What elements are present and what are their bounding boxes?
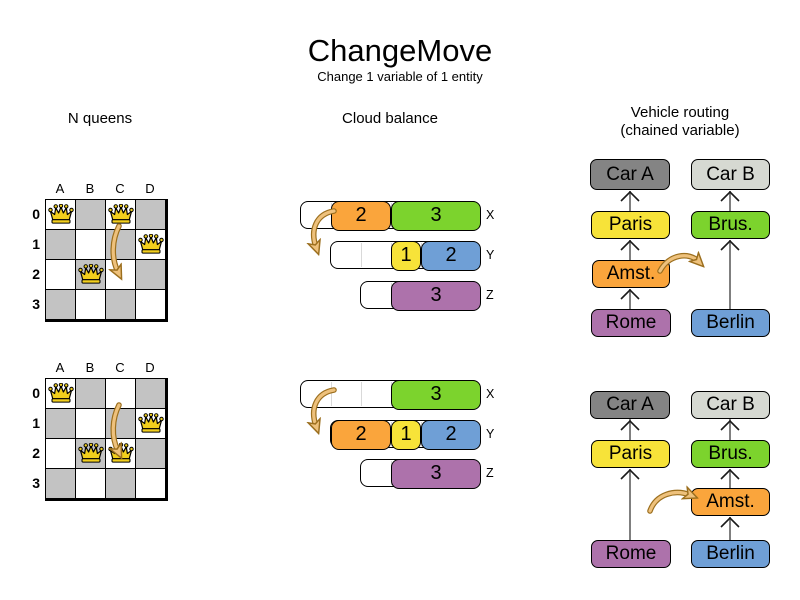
board-cell: [46, 439, 75, 468]
board-row-label: 2: [32, 445, 40, 461]
process-block: 3: [391, 200, 481, 231]
vr-box-rome-after: Rome: [591, 540, 671, 568]
vr-box-amst-after: Amst.: [691, 488, 770, 516]
vr-box-amst-before: Amst.: [592, 260, 670, 288]
process-block: 2: [421, 240, 481, 271]
cloud-row-label: Z: [486, 288, 494, 302]
vehicle-routing-header: Vehicle routing: [630, 104, 730, 121]
board-col-label: D: [145, 181, 155, 196]
board-row-label: 3: [32, 475, 40, 491]
capacity-tick: [331, 382, 332, 406]
cloud-row-label: Y: [486, 248, 495, 262]
cloud-computer-z-before: 3: [360, 280, 481, 311]
board-row-label: 1: [32, 236, 40, 252]
board-row-label: 3: [32, 296, 40, 312]
process-block: 2: [421, 419, 481, 450]
queen-icon: [138, 234, 164, 255]
chevron-arrowheads: [620, 190, 740, 528]
board-cell: [46, 469, 75, 498]
board-col-label: C: [115, 360, 125, 375]
process-block: 3: [391, 280, 481, 311]
board-cell: [106, 469, 135, 498]
board-cell: [106, 409, 135, 438]
board-row-label: 2: [32, 266, 40, 282]
process-block: 2: [331, 419, 391, 450]
queen-icon: [78, 443, 104, 464]
board-cell: [136, 439, 165, 468]
vr-box-brus-after: Brus.: [691, 440, 770, 468]
board-col-label: B: [85, 360, 95, 375]
cloud-row-label: Y: [486, 427, 495, 441]
chain-links-before: [629, 191, 731, 309]
queen-icon: [48, 383, 74, 404]
board-cell: [76, 409, 105, 438]
board-cell: [76, 230, 105, 259]
vehicle-routing-header-note: (chained variable): [620, 122, 740, 139]
board-cell: [136, 469, 165, 498]
vr-box-car-b-after: Car B: [691, 391, 770, 419]
board-cell: [106, 230, 135, 259]
board-cell: [46, 230, 75, 259]
capacity-tick: [361, 243, 362, 267]
board-cell: [136, 379, 165, 408]
board-cell: [46, 290, 75, 319]
board-cell: [136, 290, 165, 319]
board-cell: [136, 260, 165, 289]
cloud-row-label: X: [486, 387, 495, 401]
vr-box-rome-before: Rome: [591, 309, 671, 337]
cloud-computer-x-after: 3: [300, 379, 481, 410]
process-block: 2: [331, 200, 391, 231]
board-col-label: B: [85, 181, 95, 196]
vr-box-brus-before: Brus.: [691, 211, 770, 239]
page-subtitle: Change 1 variable of 1 entity: [317, 69, 483, 84]
board-row-label: 0: [32, 385, 40, 401]
cloud-computer-z-after: 3: [360, 458, 481, 489]
vr-box-berlin-before: Berlin: [691, 309, 770, 337]
cloud-computer-x-before: 2 3: [300, 200, 481, 231]
queen-icon: [108, 204, 134, 225]
cloud-computer-y-before: 1 2: [330, 240, 481, 271]
board-col-label: A: [55, 181, 65, 196]
process-block: 1: [391, 240, 421, 271]
board-cell: [76, 469, 105, 498]
queen-icon: [78, 264, 104, 285]
board-cell: [76, 290, 105, 319]
page-title: ChangeMove: [307, 33, 493, 68]
board-col-label: D: [145, 360, 155, 375]
capacity-tick: [361, 382, 362, 406]
process-block: 3: [391, 379, 481, 410]
move-arrow-outline: [647, 489, 693, 514]
board-cell: [136, 200, 165, 229]
vr-box-car-b-before: Car B: [691, 159, 770, 190]
cloud-computer-y-after: 2 1 2: [330, 419, 481, 450]
board-row-label: 1: [32, 415, 40, 431]
chain-links-after: [629, 419, 731, 540]
board-row-label: 0: [32, 206, 40, 222]
queen-icon: [138, 413, 164, 434]
process-block: 3: [391, 458, 481, 489]
board-cell: [106, 290, 135, 319]
move-arrow-vr-after: [648, 493, 690, 513]
board-cell: [76, 379, 105, 408]
process-block: 1: [391, 419, 421, 450]
vr-box-car-a-before: Car A: [590, 159, 670, 190]
nqueens-header: N queens: [67, 110, 133, 127]
vr-box-paris-after: Paris: [591, 440, 670, 468]
vr-box-berlin-after: Berlin: [691, 540, 770, 568]
board-cell: [106, 260, 135, 289]
board-cell: [106, 379, 135, 408]
queen-icon: [48, 204, 74, 225]
board-cell: [46, 260, 75, 289]
cloud-header: Cloud balance: [342, 110, 438, 127]
board-cell: [76, 200, 105, 229]
vr-box-paris-before: Paris: [591, 211, 670, 239]
cloud-row-label: Z: [486, 466, 494, 480]
board-col-label: A: [55, 360, 65, 375]
vr-box-car-a-after: Car A: [590, 391, 670, 419]
board-col-label: C: [115, 181, 125, 196]
queen-icon: [108, 443, 134, 464]
cloud-row-label: X: [486, 208, 495, 222]
board-cell: [46, 409, 75, 438]
